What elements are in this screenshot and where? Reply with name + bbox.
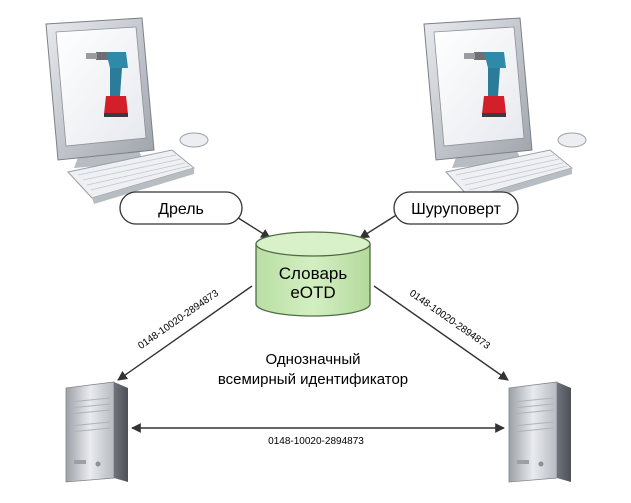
identifier-code-bottom: 0148-10020-2894873 [268, 436, 364, 447]
server-left [65, 381, 129, 483]
term-label-left: Дрель [158, 201, 204, 218]
computer-left [45, 17, 209, 205]
arrow-dictionary-to-left-server [117, 285, 253, 381]
arrow-right-term-to-dictionary [359, 213, 399, 239]
server-right [508, 381, 572, 483]
computer-right [423, 17, 587, 205]
term-box-right [393, 191, 519, 225]
dictionary-cylinder [255, 231, 371, 317]
term-label-right: Шуруповерт [411, 201, 502, 218]
identifier-code-left: 0148-10020-2894873 [136, 288, 221, 352]
dictionary-label-line2: eOTD [290, 283, 335, 302]
identifier-caption-line1: Однозначный [266, 351, 361, 368]
term-box-left [119, 191, 243, 225]
identifier-caption-line2: всемирный идентификатор [218, 371, 408, 388]
dictionary-label-line1: Словарь [279, 264, 348, 283]
identifier-code-right: 0148-10020-2894873 [407, 288, 492, 352]
arrow-dictionary-to-right-server [373, 285, 509, 381]
